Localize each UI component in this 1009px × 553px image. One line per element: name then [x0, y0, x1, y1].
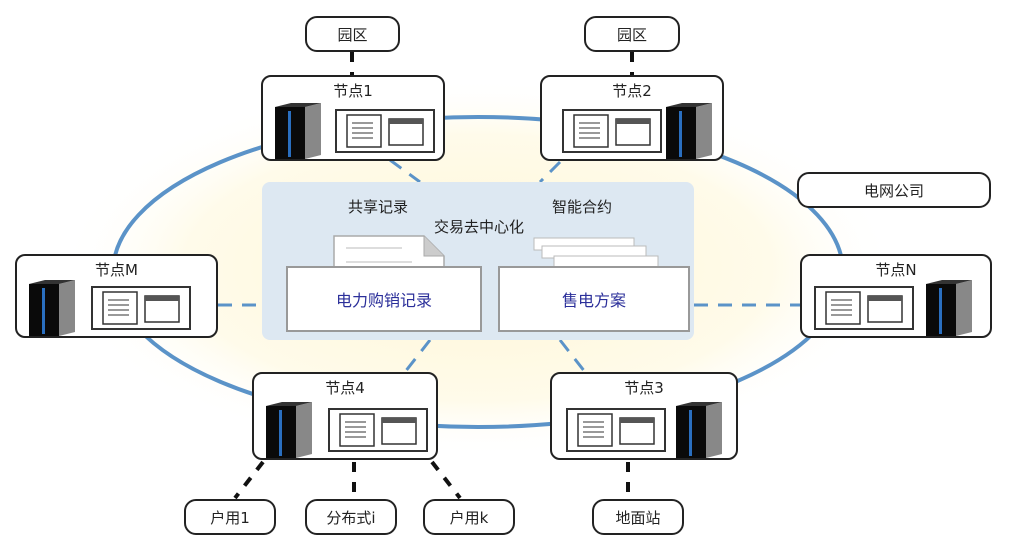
node-m: 节点M [15, 254, 218, 338]
sales-plan-box: 售电方案 [498, 266, 690, 332]
ledger-icon [566, 408, 666, 452]
node-2-title: 节点2 [612, 82, 652, 100]
decentralized-label: 交易去中心化 [434, 218, 525, 236]
connector-node4 [403, 339, 432, 373]
node-3-title: 节点3 [624, 379, 664, 397]
ledger-icon [562, 109, 662, 153]
node-3: 节点3 [550, 372, 738, 460]
server-icon [275, 103, 321, 159]
link-node4-household1 [233, 460, 265, 500]
connector-node1 [389, 158, 421, 184]
server-icon [29, 280, 75, 336]
node-4-title: 节点4 [325, 379, 365, 397]
household-k-label: 户用k [423, 499, 515, 535]
server-icon [266, 402, 312, 458]
center-panel: 共享记录 智能合约 交易去中心化 电力购销记录 售电方案 [262, 182, 694, 340]
node-1-title: 节点1 [333, 82, 373, 100]
park-label-left: 园区 [305, 16, 400, 52]
shared-records-label: 共享记录 [348, 198, 409, 216]
power-trade-records-box: 电力购销记录 [286, 266, 482, 332]
node-n-title: 节点N [875, 261, 917, 279]
node-4: 节点4 [252, 372, 438, 460]
ledger-icon [91, 286, 191, 330]
ground-station-label: 地面站 [592, 499, 684, 535]
connector-node3 [558, 339, 587, 373]
park-label-right: 园区 [584, 16, 680, 52]
node-n: 节点N [800, 254, 992, 338]
node-1: 节点1 [261, 75, 445, 161]
distributed-i-label: 分布式i [305, 499, 397, 535]
server-icon [926, 280, 972, 336]
link-node4-householdk [430, 460, 462, 500]
server-icon [676, 402, 722, 458]
grid-company-label: 电网公司 [797, 172, 991, 208]
document-icon [333, 235, 445, 268]
node-2: 节点2 [540, 75, 724, 161]
ledger-icon [328, 408, 428, 452]
household-1-label: 户用1 [184, 499, 276, 535]
smart-contract-label: 智能合约 [552, 198, 613, 216]
server-icon [666, 103, 712, 159]
connector-node2 [538, 160, 562, 184]
ledger-icon [814, 286, 914, 330]
node-m-title: 节点M [95, 261, 138, 279]
ledger-icon [335, 109, 435, 153]
contract-stack-icon [533, 237, 659, 270]
